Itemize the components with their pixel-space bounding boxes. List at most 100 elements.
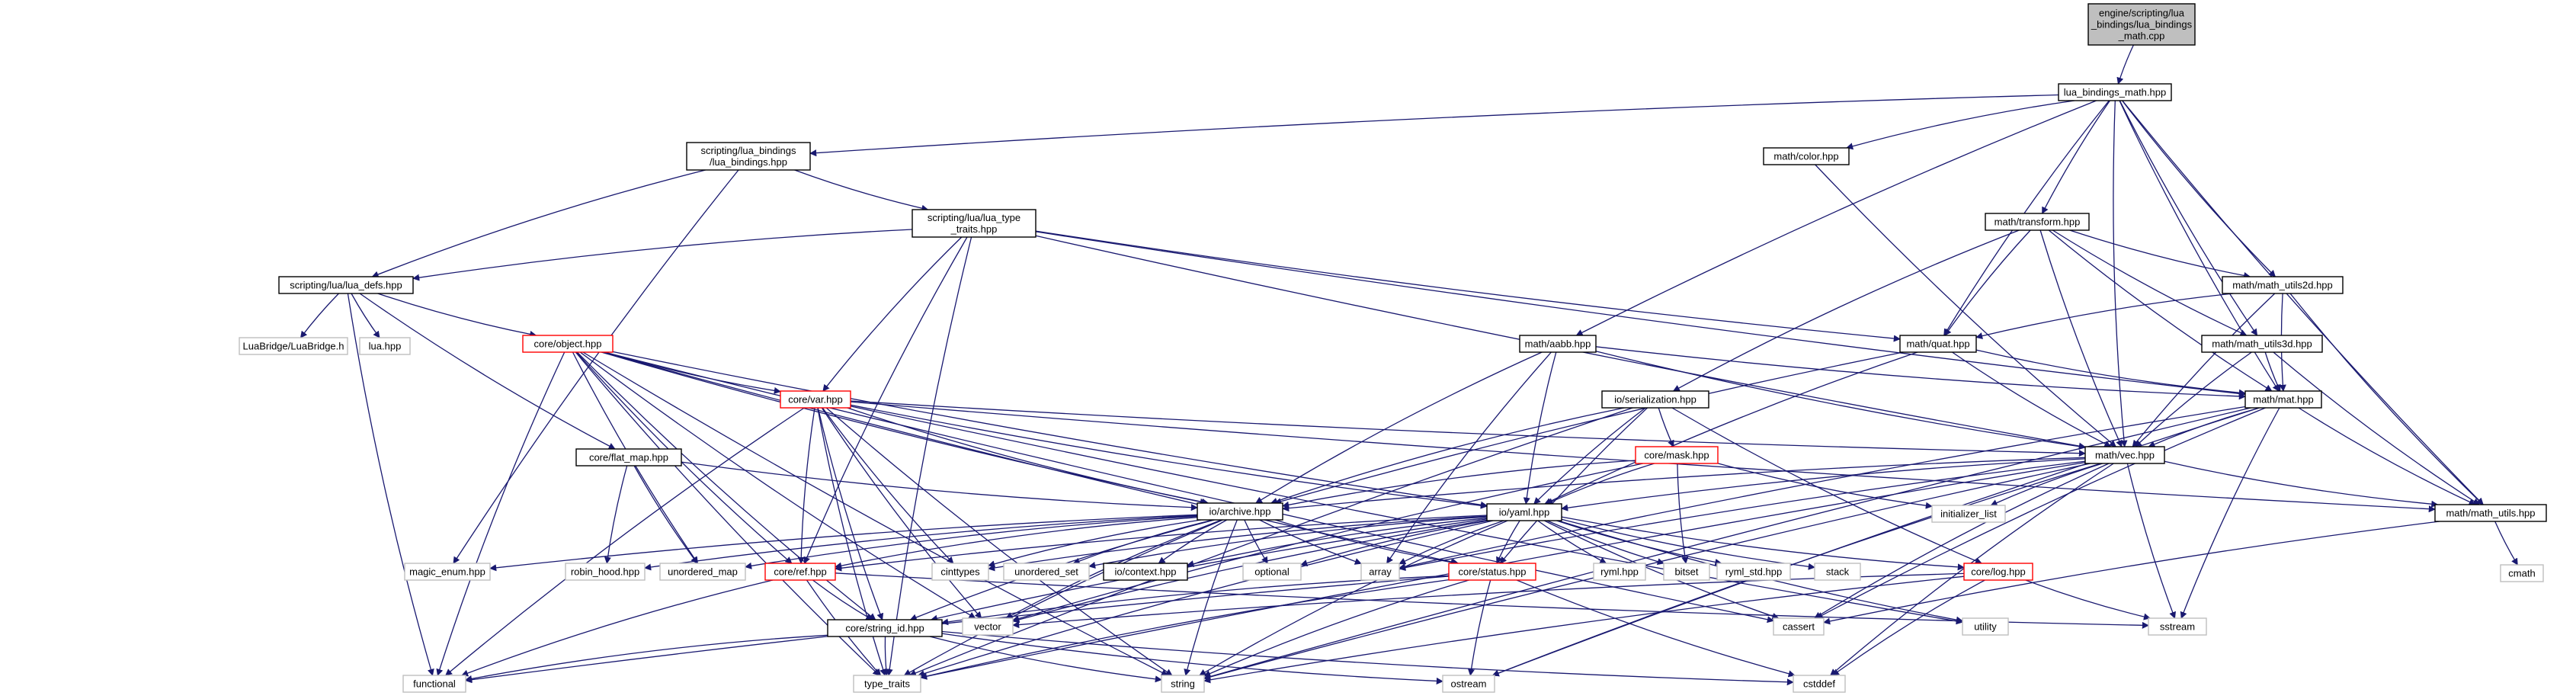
- edge-root-to-lbm: [2116, 44, 2134, 85]
- node-box-yaml: [1486, 503, 1562, 521]
- node-flatmap[interactable]: core/flat_map.hpp: [575, 448, 682, 467]
- node-initlist: initializer_list: [1931, 505, 2006, 523]
- node-label-archive: io/archive.hpp: [1210, 506, 1271, 518]
- edge-strid-to-cstddef: [941, 630, 1794, 686]
- node-box-cmath: [2500, 564, 2544, 582]
- edge-transform-to-mu2d: [2069, 229, 2251, 279]
- node-object[interactable]: core/object.hpp: [522, 335, 614, 353]
- node-label-yaml: io/yaml.hpp: [1499, 507, 1549, 518]
- edge-mu2d-to-vec: [2132, 293, 2276, 447]
- node-label-cinttypes: cinttypes: [940, 566, 980, 578]
- edge-mask-to-archive: [1282, 460, 1636, 508]
- node-label-root: _math.cpp: [2118, 30, 2165, 42]
- node-label-lbm: lua_bindings_math.hpp: [2064, 87, 2166, 98]
- node-color[interactable]: math/color.hpp: [1763, 147, 1850, 165]
- node-label-bitset: bitset: [1674, 566, 1698, 578]
- node-label-root: engine/scripting/lua: [2099, 8, 2185, 19]
- edge-var-to-string: [825, 407, 1173, 676]
- node-mathutils[interactable]: math/math_utils.hpp: [2434, 504, 2547, 522]
- edge-vec-to-ostream: [1491, 463, 2101, 677]
- node-slb[interactable]: scripting/lua_bindings/lua_bindings.hpp: [686, 142, 811, 171]
- edge-archive-to-magicenum: [489, 514, 1198, 572]
- edge-vec-to-archive: [1282, 457, 2086, 512]
- node-ltt[interactable]: scripting/lua/lua_type_traits.hpp: [912, 209, 1036, 238]
- node-log[interactable]: core/log.hpp: [1963, 563, 2033, 581]
- node-luahpp: lua.hpp: [359, 337, 411, 355]
- node-mat[interactable]: math/mat.hpp: [2244, 390, 2322, 409]
- edge-strid-to-string: [929, 636, 1162, 683]
- node-array: array: [1360, 563, 1400, 581]
- edge-archive-to-ref: [835, 517, 1198, 569]
- node-box-bitset: [1663, 563, 1710, 581]
- node-transform[interactable]: math/transform.hpp: [1985, 213, 2090, 231]
- node-ref[interactable]: core/ref.hpp: [764, 563, 836, 581]
- node-stack: stack: [1814, 563, 1861, 581]
- node-box-array: [1360, 563, 1400, 581]
- node-box-uset: [1003, 563, 1090, 581]
- edge-lbm-to-slb: [809, 94, 2059, 157]
- edge-mu3d-to-mathutils: [2273, 351, 2480, 505]
- node-label-magicenum: magic_enum.hpp: [409, 566, 485, 578]
- node-box-archive: [1197, 502, 1283, 521]
- node-lbm[interactable]: lua_bindings_math.hpp: [2058, 83, 2172, 101]
- node-strid[interactable]: core/string_id.hpp: [827, 619, 943, 637]
- node-label-utility: utility: [1974, 621, 1997, 633]
- edge-vec-to-yaml: [1561, 458, 2086, 511]
- edge-archive-to-context: [1158, 519, 1228, 564]
- edge-mathutils-to-cmath: [2494, 521, 2518, 566]
- node-box-mu3d: [2201, 335, 2323, 353]
- node-var[interactable]: core/var.hpp: [780, 390, 851, 409]
- node-label-luadefs: scripting/lua/lua_defs.hpp: [290, 280, 402, 291]
- node-box-log: [1963, 563, 2033, 581]
- node-vec[interactable]: math/vec.hpp: [2084, 446, 2165, 464]
- node-context[interactable]: io/context.hpp: [1103, 563, 1188, 581]
- edge-object-to-strid: [576, 351, 876, 620]
- node-mu2d[interactable]: math/math_utils2d.hpp: [2222, 276, 2344, 294]
- edge-var-to-ref: [797, 407, 815, 564]
- edge-log-to-sstream: [2025, 579, 2151, 620]
- node-mu3d[interactable]: math/math_utils3d.hpp: [2201, 335, 2323, 353]
- edge-archive-to-optional: [1244, 519, 1268, 564]
- node-aabb[interactable]: math/aabb.hpp: [1519, 335, 1597, 353]
- node-serial[interactable]: io/serialization.hpp: [1601, 390, 1709, 409]
- edge-luadefs-to-flatmap: [359, 293, 616, 450]
- node-archive[interactable]: io/archive.hpp: [1197, 502, 1283, 521]
- edge-ref-to-sstream: [835, 572, 2149, 629]
- edge-strid-to-functional: [465, 634, 828, 682]
- edge-lbm-to-mu2d: [2122, 100, 2276, 277]
- edge-vec-to-array: [1399, 460, 2086, 572]
- node-mask[interactable]: core/mask.hpp: [1635, 446, 1719, 464]
- edge-ltt-to-var: [822, 236, 963, 392]
- edge-aabb-to-vec: [1595, 351, 2086, 451]
- edge-serial-to-typetraits: [908, 407, 1633, 677]
- node-label-strid: core/string_id.hpp: [845, 623, 924, 634]
- node-yaml[interactable]: io/yaml.hpp: [1486, 503, 1562, 521]
- node-status[interactable]: core/status.hpp: [1448, 563, 1536, 581]
- node-box-optional: [1242, 563, 1302, 581]
- edge-mu3d-to-vec: [2134, 351, 2252, 447]
- node-label-root: _bindings/lua_bindings: [2091, 19, 2193, 30]
- edge-lbm-to-mat: [2119, 100, 2280, 392]
- node-root[interactable]: engine/scripting/lua_bindings/lua_bindin…: [2087, 3, 2196, 46]
- node-label-ltt: scripting/lua/lua_type: [928, 212, 1020, 223]
- edge-yaml-to-ryml: [1537, 520, 1607, 564]
- node-label-slb: scripting/lua_bindings: [700, 145, 796, 156]
- edge-strid-to-ostream: [941, 633, 1443, 685]
- node-label-aabb: math/aabb.hpp: [1525, 338, 1591, 350]
- edge-mask-to-initlist: [1717, 463, 1933, 509]
- node-luadefs[interactable]: scripting/lua/lua_defs.hpp: [278, 276, 414, 294]
- edge-serial-to-log: [1671, 407, 1982, 564]
- node-robinhood: robin_hood.hpp: [565, 563, 646, 581]
- edge-var-to-functional: [445, 407, 805, 676]
- node-box-functional: [402, 675, 466, 693]
- edge-transform-to-mu3d: [2052, 229, 2248, 336]
- edge-mask-to-vector: [1012, 463, 1643, 622]
- node-quat[interactable]: math/quat.hpp: [1899, 335, 1977, 353]
- node-uset: unordered_set: [1003, 563, 1090, 581]
- edge-status-to-functional: [465, 576, 1450, 684]
- edge-object-to-functional: [436, 351, 566, 676]
- node-box-rymlstd: [1716, 563, 1791, 581]
- edge-flatmap-to-archive: [681, 461, 1198, 511]
- edge-quat-to-yaml: [1544, 351, 1918, 505]
- edge-yaml-to-log: [1561, 516, 1965, 571]
